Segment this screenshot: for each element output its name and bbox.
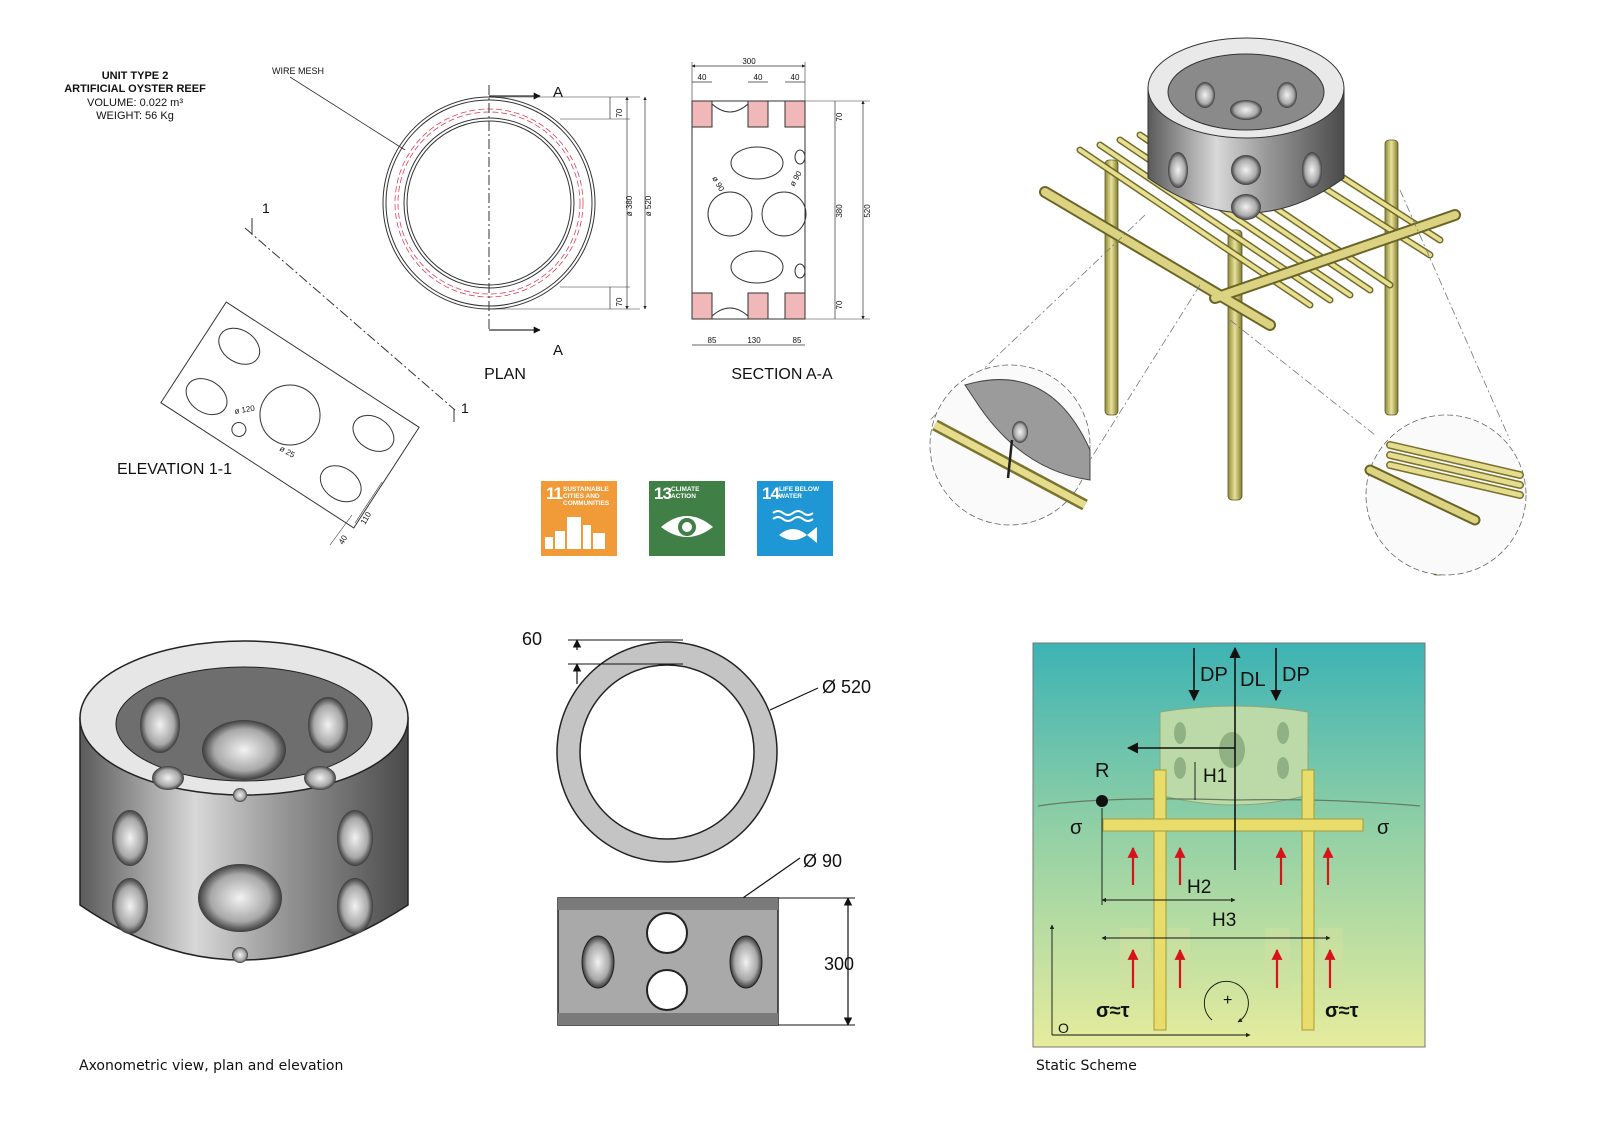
sdg-13-number: 13 <box>654 484 672 503</box>
unit-weight: WEIGHT: 56 Kg <box>96 110 174 122</box>
plan-dim-bottom: 70 <box>615 297 624 306</box>
sec-dim-top-c: 40 <box>791 73 800 82</box>
sdg-14-text: LIFE BELOW WATER <box>779 486 820 500</box>
caption-right: Static Scheme <box>1036 1058 1137 1074</box>
sec-dim-bot-c: 85 <box>793 336 802 345</box>
fish-waves-icon <box>772 510 817 543</box>
sec-dim-total: 520 <box>863 204 872 218</box>
sec-dim-bot-a: 85 <box>708 336 717 345</box>
unit-title: UNIT TYPE 2 <box>102 70 169 82</box>
label-r: R <box>1095 760 1109 782</box>
reef-render-3d <box>79 640 409 963</box>
static-scheme-labels: DP DL DP R H1 H2 H3 σ σ σ≈τ σ≈τ + O <box>1058 664 1390 1036</box>
elevation-view <box>160 218 456 546</box>
unit-info-block: UNIT TYPE 2 ARTIFICIAL OYSTER REEF VOLUM… <box>64 70 206 122</box>
sec-dim-h1: 70 <box>835 112 844 121</box>
static-scheme <box>1032 642 1426 1048</box>
label-dp-right: DP <box>1282 664 1310 686</box>
eye-globe-icon <box>661 516 713 537</box>
sec-dim-top-a: 40 <box>698 73 707 82</box>
detail-circle-left <box>929 364 1091 526</box>
label-dl: DL <box>1240 669 1266 691</box>
elevation-labels: 1 1 ELEVATION 1-1 ø 120 ø 25 40 110 <box>117 200 469 546</box>
elev-dim-big: ø 120 <box>234 403 256 416</box>
plan-labels: WIRE MESH A A PLAN ø 380 ø 520 70 70 <box>272 66 653 383</box>
label-sigma-right: σ <box>1377 817 1390 839</box>
section-view <box>691 62 870 346</box>
label-h3: H3 <box>1212 910 1236 931</box>
city-icon <box>545 517 605 549</box>
sec-dim-bot-b: 130 <box>747 336 761 345</box>
sdg-14-number: 14 <box>762 484 780 503</box>
render-hole-dim: Ø 90 <box>803 851 842 871</box>
sec-hole-left: ø 90 <box>710 175 726 194</box>
elev-dim-small: ø 25 <box>278 444 297 460</box>
sdg-11-number: 11 <box>546 484 563 503</box>
plan-label: PLAN <box>484 366 526 383</box>
sec-dim-h3: 70 <box>835 300 844 309</box>
section-mark-top: A <box>553 84 563 101</box>
label-sigma-tau-right: σ≈τ <box>1325 1000 1359 1022</box>
label-origin: O <box>1058 1020 1069 1036</box>
reef-axonometric-3d <box>929 37 1527 576</box>
sdg-11-icon: 11 SUSTAINABLE CITIES AND COMMUNITIES <box>541 481 617 556</box>
sec-dim-top-b: 40 <box>754 73 763 82</box>
reef-unit-3d <box>1147 37 1345 220</box>
label-dp-left: DP <box>1200 664 1228 686</box>
caption-left: Axonometric view, plan and elevation <box>79 1058 344 1074</box>
plan-view <box>289 76 647 334</box>
label-plus: + <box>1223 992 1232 1009</box>
unit-volume: VOLUME: 0.022 m³ <box>87 97 183 109</box>
render-elevation <box>557 897 855 1026</box>
elevation-label: ELEVATION 1-1 <box>117 461 232 478</box>
sec-dim-h2: 380 <box>835 204 844 218</box>
sdg-13-text: CLIMATE ACTION <box>671 486 700 500</box>
plan-dim-inner: ø 380 <box>625 195 634 216</box>
section-mark-bottom: A <box>553 342 563 359</box>
wire-mesh-label: WIRE MESH <box>272 66 324 76</box>
sdg-14-icon: 14 LIFE BELOW WATER <box>757 481 833 556</box>
render-ring-dim: 60 <box>522 629 542 649</box>
sdg-13-icon: 13 CLIMATE ACTION <box>649 481 725 556</box>
plan-dim-outer: ø 520 <box>644 195 653 216</box>
label-sigma-left: σ <box>1070 817 1083 839</box>
sdg-11-text: SUSTAINABLE CITIES AND COMMUNITIES <box>563 486 610 507</box>
render-labels: 60 Ø 520 Ø 90 300 <box>522 629 871 974</box>
render-outer-dim: Ø 520 <box>822 677 871 697</box>
section-label: SECTION A-A <box>731 366 833 383</box>
render-height-dim: 300 <box>824 954 854 974</box>
sec-hole-right: ø 90 <box>788 169 804 188</box>
label-sigma-tau-left: σ≈τ <box>1096 1000 1130 1022</box>
elev-mark-top: 1 <box>262 200 270 216</box>
label-h2: H2 <box>1187 877 1211 898</box>
render-plan-ring <box>556 639 819 936</box>
detail-circle-right <box>1364 414 1527 576</box>
elev-mark-bottom: 1 <box>461 400 469 416</box>
elev-dim-b: 110 <box>359 510 373 526</box>
unit-subtitle: ARTIFICIAL OYSTER REEF <box>64 83 206 95</box>
sec-dim-width: 300 <box>742 57 756 66</box>
plan-dim-top: 70 <box>615 108 624 117</box>
elev-dim-a: 40 <box>337 533 350 546</box>
label-h1: H1 <box>1203 766 1227 787</box>
